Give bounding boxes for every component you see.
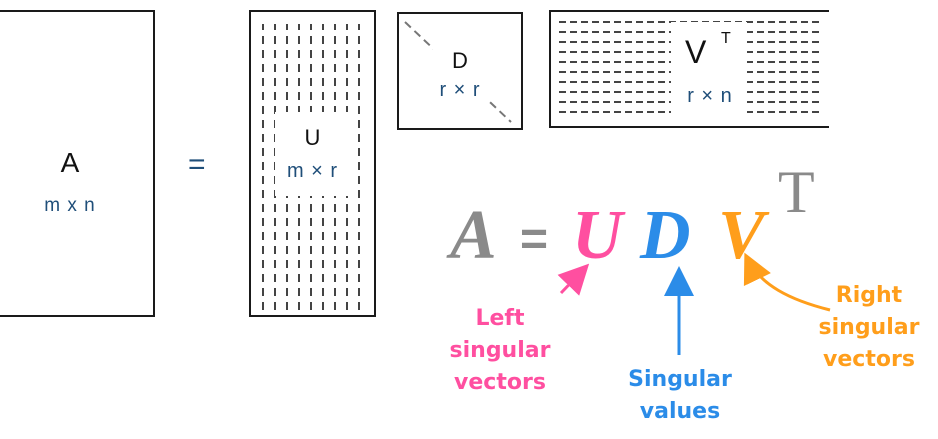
- equals-sign: =: [188, 148, 206, 181]
- matrix-vt-label-bg: [671, 22, 747, 122]
- formula-d: D: [640, 197, 691, 274]
- matrix-d-label-bg: [433, 42, 489, 112]
- matrix-vt-box: V T r × n: [549, 10, 829, 128]
- matrix-u-box: U m × r: [249, 10, 376, 317]
- formula-a: A: [450, 197, 497, 274]
- matrix-vt-dims: r × n: [687, 85, 733, 107]
- matrix-vt-superscript: T: [721, 30, 731, 47]
- matrix-u-dims: m × r: [286, 160, 339, 182]
- matrix-vt-symbol: V: [685, 34, 707, 70]
- matrix-d-dims: r × r: [439, 79, 481, 101]
- matrix-d-symbol: D: [452, 48, 468, 73]
- matrix-u-label-bg: [275, 112, 353, 196]
- formula-equals: =: [520, 213, 549, 266]
- formula-transpose: T: [778, 159, 815, 225]
- right-arrow: [743, 252, 831, 312]
- matrix-d-box: D r × r: [397, 12, 523, 130]
- matrix-a-dims: m x n: [44, 195, 96, 216]
- matrix-a-box: [0, 10, 155, 317]
- matrix-u-symbol: U: [304, 125, 321, 150]
- left-arrow: [557, 263, 590, 296]
- right-singular-vectors-label: Right singular vectors: [818, 283, 920, 372]
- singular-values-label: Singular values: [628, 367, 732, 424]
- matrix-a-symbol: A: [60, 147, 80, 178]
- formula-u: U: [572, 197, 623, 274]
- left-singular-vectors-label: Left singular vectors: [449, 306, 551, 395]
